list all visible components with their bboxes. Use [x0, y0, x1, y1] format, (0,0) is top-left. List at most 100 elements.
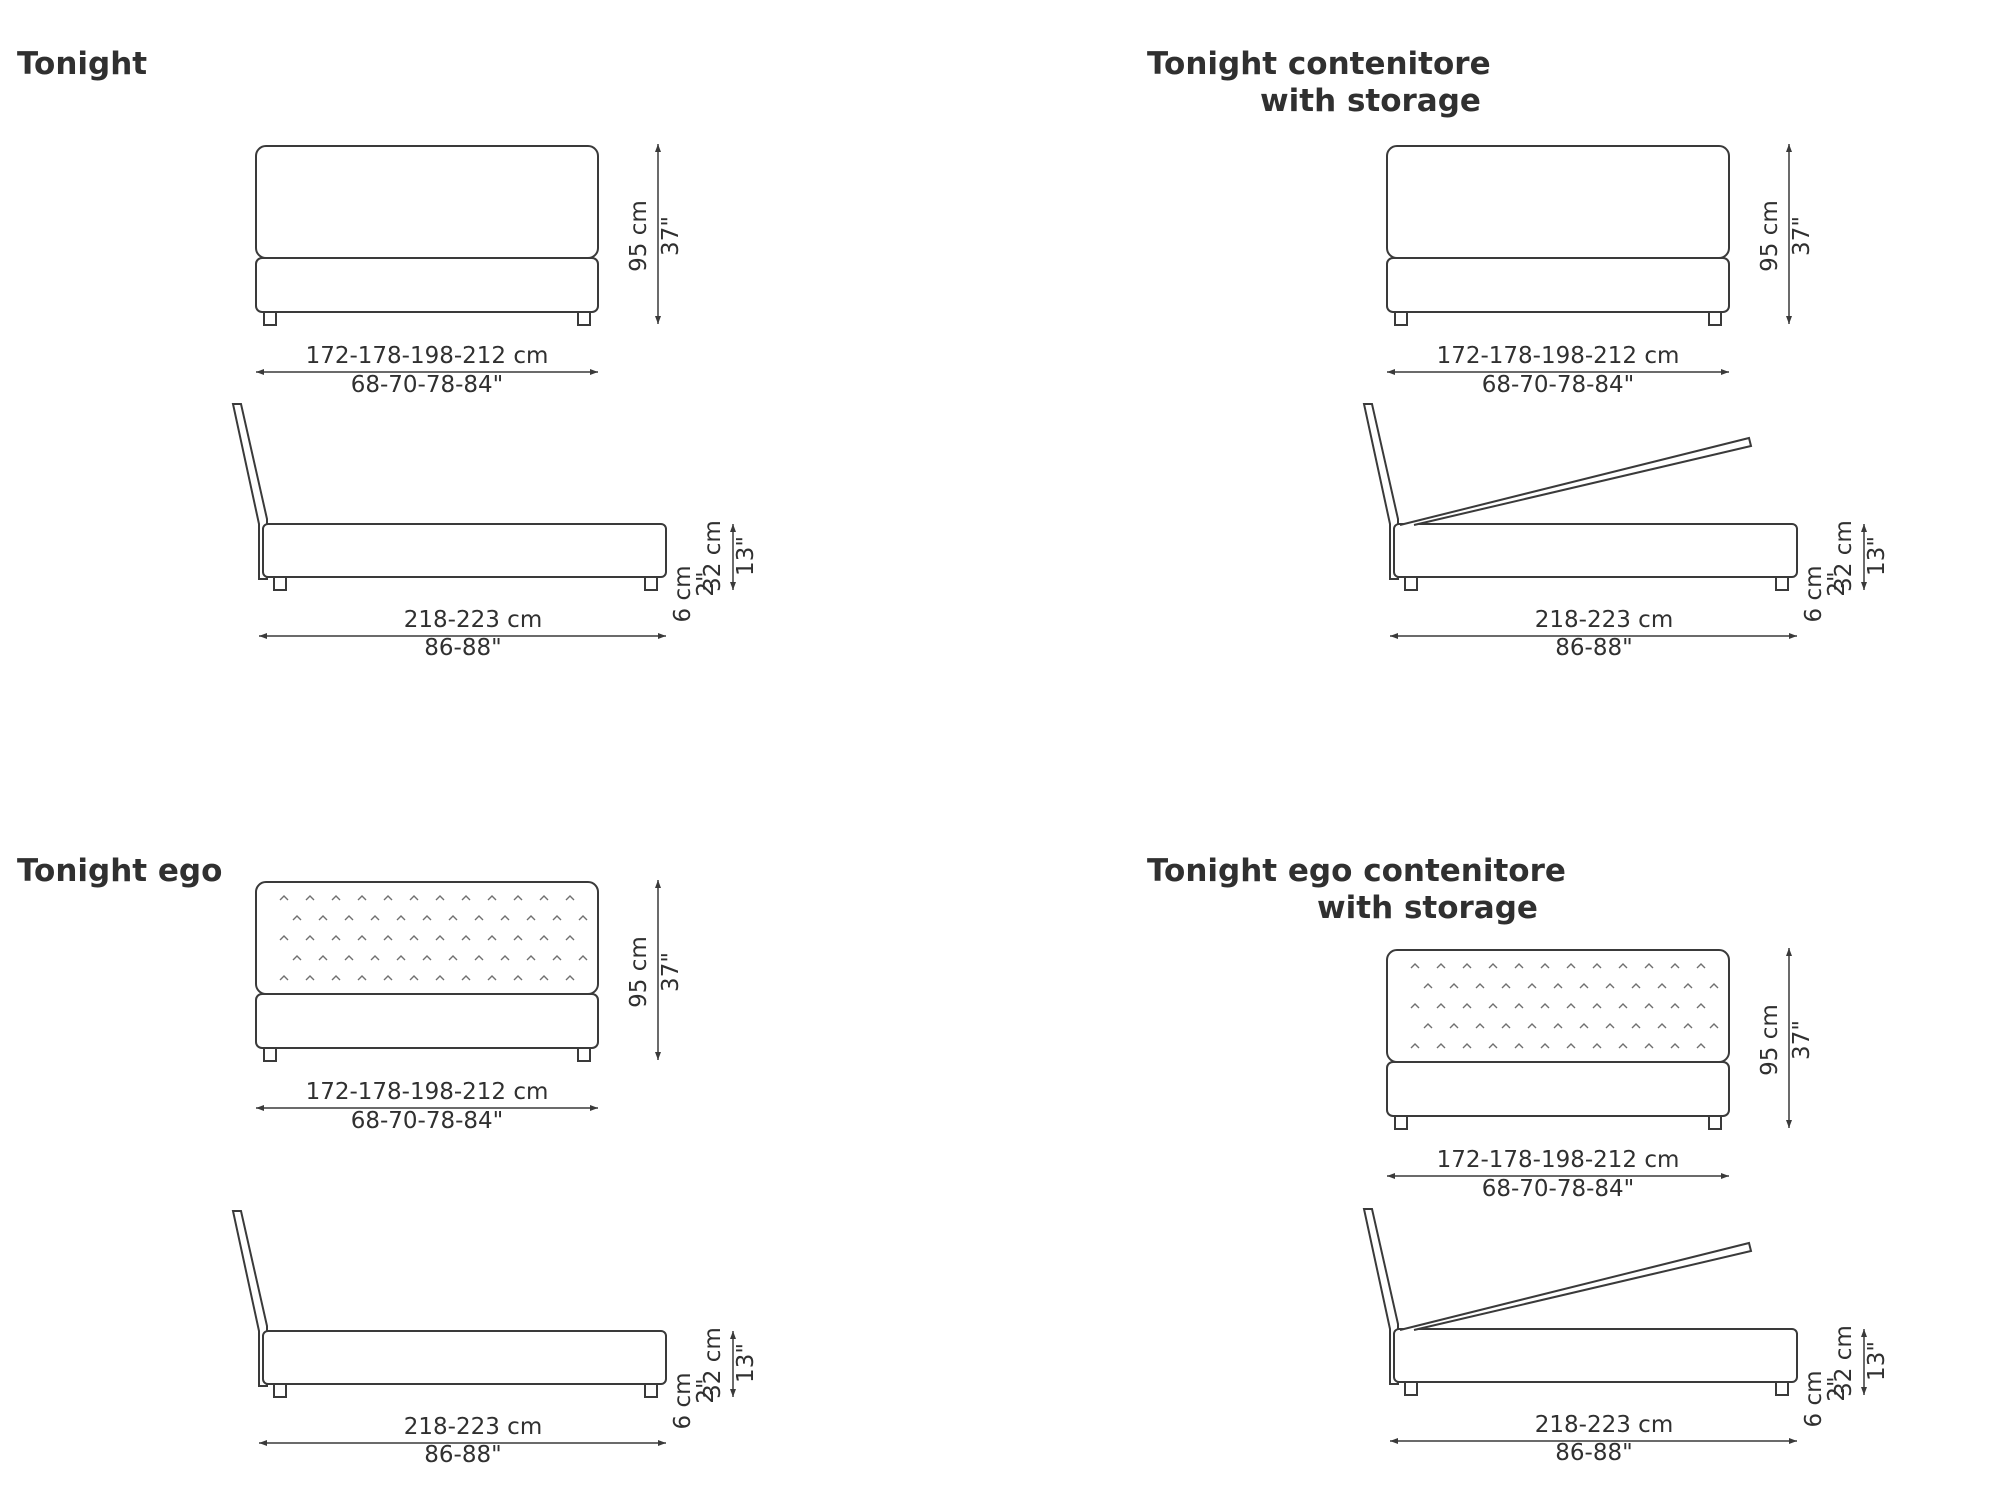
quilt-stitch — [435, 895, 445, 901]
quilt-stitch — [1644, 963, 1654, 969]
quilt-stitch — [552, 915, 562, 921]
quilt-stitch — [1540, 1043, 1550, 1049]
width-dimension-line-head-start — [1387, 1173, 1395, 1179]
height-in-label: 37" — [1789, 216, 1815, 256]
length-cm-label: 218-223 cm — [404, 607, 542, 633]
quilt-stitch — [1436, 1003, 1446, 1009]
title-line: Tonight — [17, 46, 148, 82]
headboard-side — [1362, 1208, 1399, 1385]
quilt-stitch — [1488, 1003, 1498, 1009]
title-tonight-ego: Tonight ego — [17, 853, 222, 890]
length-dimension-line-head-start — [1390, 633, 1398, 639]
length-in-label: 86-88" — [424, 1442, 501, 1468]
height-dimension-line-head-end — [1786, 1120, 1792, 1128]
quilt-stitch — [539, 975, 549, 981]
height-dimension-line-head-start — [655, 880, 661, 888]
frame-height-line-head-start — [1861, 524, 1867, 532]
quilt-stitch — [422, 955, 432, 961]
quilt-stitch — [1436, 963, 1446, 969]
quilt-stitch — [1696, 1043, 1706, 1049]
quilt-stitch — [1579, 1023, 1589, 1029]
quilt-stitch — [513, 935, 523, 941]
quilt-stitch — [1488, 963, 1498, 969]
quilt-stitch — [357, 895, 367, 901]
quilt-stitch — [435, 935, 445, 941]
frame-height-line-head-start — [1861, 1329, 1867, 1337]
leg-right — [644, 576, 658, 591]
quilt-stitch — [370, 955, 380, 961]
height-cm-label: 95 cm — [1757, 1004, 1783, 1076]
bed-frame-side — [262, 1330, 667, 1385]
frame-height-line-head-end — [730, 582, 736, 590]
bed-frame-side — [1393, 1328, 1798, 1383]
width-in-label: 68-70-78-84" — [351, 1108, 504, 1134]
quilt-stitch — [1449, 1023, 1459, 1029]
length-dimension-line-head-start — [259, 1440, 267, 1446]
quilt-stitch — [1553, 1023, 1563, 1029]
foot-cm-label: 6 cm — [1801, 1371, 1827, 1428]
quilt-stitch — [1501, 1023, 1511, 1029]
quilt-stitch — [1696, 963, 1706, 969]
quilt-stitch — [1475, 1023, 1485, 1029]
height-dimension-line-head-end — [655, 316, 661, 324]
quilt-stitch — [305, 975, 315, 981]
storage-lid-open — [1399, 436, 1753, 526]
quilt-stitch — [1501, 983, 1511, 989]
bed-base-front — [255, 257, 599, 313]
frame-height-line-head-start — [730, 1331, 736, 1339]
quilt-stitch — [1410, 1003, 1420, 1009]
quilt-stitch — [1644, 1003, 1654, 1009]
width-dimension-line-head-end — [1721, 1173, 1729, 1179]
length-in-label: 86-88" — [424, 635, 501, 661]
width-cm-label: 172-178-198-212 cm — [1437, 1147, 1680, 1173]
quilt-stitch — [1514, 1003, 1524, 1009]
leg-right — [1775, 1381, 1789, 1396]
quilt-stitch — [279, 975, 289, 981]
quilt-stitch — [1605, 983, 1615, 989]
leg-left — [1394, 1115, 1408, 1130]
leg-right — [1775, 576, 1789, 591]
quilt-stitch — [396, 955, 406, 961]
frame-in-label: 13" — [1864, 536, 1890, 576]
width-in-label: 68-70-78-84" — [1482, 1176, 1635, 1202]
quilt-stitch — [1514, 1043, 1524, 1049]
quilt-stitch — [1527, 1023, 1537, 1029]
width-cm-label: 172-178-198-212 cm — [306, 1079, 549, 1105]
quilt-stitch — [1566, 1003, 1576, 1009]
quilt-stitch — [448, 955, 458, 961]
leg-right — [577, 1047, 591, 1062]
foot-in-label: 2" — [1824, 571, 1850, 596]
frame-height-line-head-start — [730, 524, 736, 532]
leg-left — [1404, 576, 1418, 591]
quilt-stitch — [318, 955, 328, 961]
bed-frame-side — [262, 523, 667, 578]
quilt-stitch — [578, 915, 588, 921]
quilt-stitch — [1566, 1043, 1576, 1049]
width-dimension-line-head-start — [1387, 369, 1395, 375]
title-line: Tonight ego contenitore — [1147, 853, 1566, 889]
quilt-stitch — [1709, 983, 1719, 989]
length-dimension-line-head-end — [658, 633, 666, 639]
height-cm-label: 95 cm — [626, 200, 652, 272]
quilt-stitch — [1475, 983, 1485, 989]
length-in-label: 86-88" — [1555, 635, 1632, 661]
headboard — [255, 145, 599, 259]
height-dimension-line-head-end — [1786, 316, 1792, 324]
frame-height-line-head-end — [1861, 1387, 1867, 1395]
height-dimension-line-head-start — [1786, 948, 1792, 956]
quilt-stitch — [1566, 963, 1576, 969]
height-cm-label: 95 cm — [626, 936, 652, 1008]
quilt-stitch — [565, 975, 575, 981]
quilt-stitch — [1592, 963, 1602, 969]
leg-right — [1708, 1115, 1722, 1130]
height-in-label: 37" — [658, 952, 684, 992]
quilt-stitch — [422, 915, 432, 921]
height-in-label: 37" — [658, 216, 684, 256]
quilt-stitch — [383, 975, 393, 981]
foot-in-label: 2" — [1824, 1376, 1850, 1401]
